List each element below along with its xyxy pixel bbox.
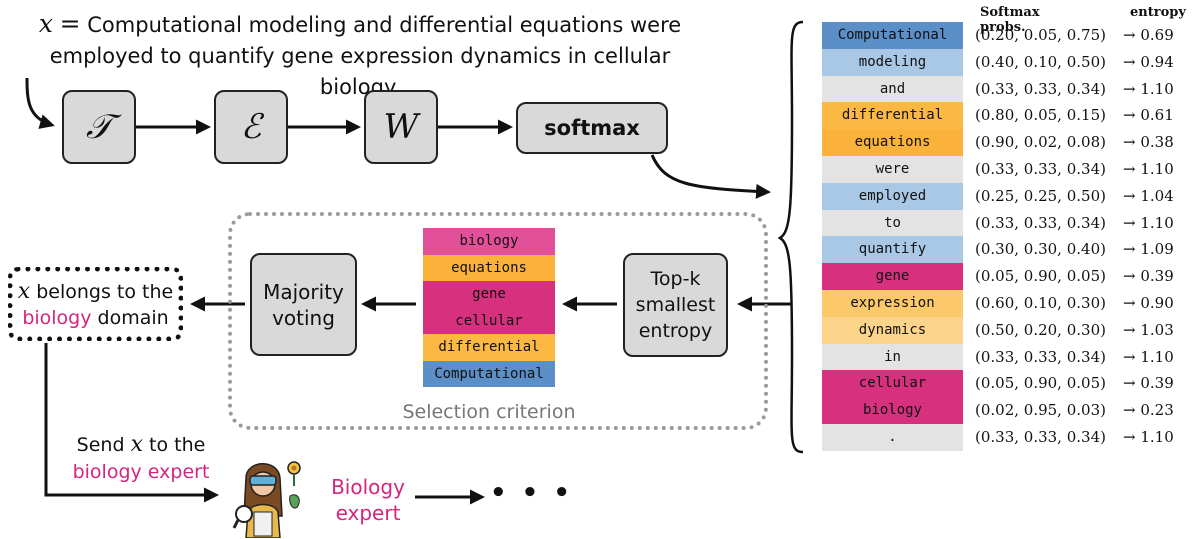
token-cell: Computational <box>822 22 963 49</box>
token-cell: differential <box>822 102 963 130</box>
entropy-cell: → 1.10 <box>1123 213 1174 232</box>
token-cell: quantify <box>822 236 963 264</box>
decision-text-1: belongs to the <box>30 281 174 303</box>
voting-label-1: Majority <box>263 279 344 304</box>
probs-cell: (0.30, 0.30, 0.40) <box>975 240 1106 259</box>
voting-label-2: voting <box>272 305 335 330</box>
embedding-symbol: ℰ <box>240 107 262 147</box>
selection-caption: Selection criterion <box>402 401 576 423</box>
entropy-cell: → 0.23 <box>1123 401 1174 420</box>
selected-token: gene <box>423 281 555 308</box>
entropy-cell: → 1.10 <box>1123 79 1174 98</box>
send-suffix: to the <box>142 434 206 456</box>
softmax-label: softmax <box>544 116 640 140</box>
entropy-cell: → 0.39 <box>1123 374 1174 393</box>
softmax-box: softmax <box>516 102 668 154</box>
entropy-cell: → 1.09 <box>1123 240 1174 259</box>
token-cell: . <box>822 424 963 451</box>
entropy-cell: → 0.39 <box>1123 267 1174 286</box>
send-label: Send x to the biology expert <box>46 431 236 486</box>
header-entropy: entropy <box>1130 5 1186 20</box>
token-cell: employed <box>822 182 963 210</box>
biology-expert-icon <box>232 461 301 538</box>
probs-cell: (0.05, 0.90, 0.05) <box>975 267 1106 286</box>
send-target: biology expert <box>72 461 210 483</box>
expert-label-2: expert <box>335 501 401 525</box>
probs-cell: (0.40, 0.10, 0.50) <box>975 52 1106 71</box>
token-cell: and <box>822 75 963 103</box>
entropy-cell: → 0.61 <box>1123 106 1174 125</box>
entropy-cell: → 1.10 <box>1123 347 1174 366</box>
probs-cell: (0.02, 0.95, 0.03) <box>975 401 1106 420</box>
token-cell: to <box>822 209 963 237</box>
selected-token: biology <box>423 228 555 255</box>
input-equals: = <box>59 9 81 38</box>
decision-variable: x <box>17 279 31 304</box>
probs-cell: (0.33, 0.33, 0.34) <box>975 347 1106 366</box>
selected-token: cellular <box>423 307 555 334</box>
tokenizer-symbol: 𝒯 <box>85 107 113 147</box>
selected-token: equations <box>423 254 555 281</box>
token-cell: equations <box>822 129 963 156</box>
input-text-line1: Computational modeling and differential … <box>87 13 682 37</box>
weight-symbol: W <box>383 107 419 147</box>
entropy-cell: → 0.69 <box>1123 26 1174 44</box>
header-probs: Softmax probs. <box>980 5 1040 35</box>
token-cell: were <box>822 156 963 183</box>
probs-cell: (0.20, 0.05, 0.75) <box>975 26 1106 44</box>
domain-decision-box: x belongs to the biology domain <box>8 267 183 341</box>
send-variable: x <box>130 432 143 457</box>
entropy-cell: → 0.90 <box>1123 294 1174 312</box>
token-cell: cellular <box>822 370 963 398</box>
decision-text-2: domain <box>91 307 169 329</box>
probs-cell: (0.33, 0.33, 0.34) <box>975 213 1106 232</box>
topk-box: Top-k smallest entropy <box>623 253 728 357</box>
arrow-softmax-table <box>650 154 771 199</box>
selected-token: differential <box>423 334 555 361</box>
entropy-cell: → 1.10 <box>1123 428 1174 446</box>
expert-label: Biology expert <box>318 474 418 526</box>
entropy-cell: → 0.94 <box>1123 52 1174 71</box>
probs-cell: (0.33, 0.33, 0.34) <box>975 428 1106 446</box>
probs-cell: (0.33, 0.33, 0.34) <box>975 160 1106 178</box>
tokenizer-box: 𝒯 <box>62 90 136 164</box>
token-cell: expression <box>822 290 963 317</box>
entropy-cell: → 1.03 <box>1123 320 1174 339</box>
ellipsis: • • • <box>490 478 573 508</box>
arrow-decision-expert <box>44 343 219 503</box>
probs-cell: (0.50, 0.20, 0.30) <box>975 320 1106 339</box>
probs-cell: (0.25, 0.25, 0.50) <box>975 186 1106 205</box>
voting-box: Majority voting <box>250 253 357 356</box>
entropy-cell: → 1.04 <box>1123 186 1174 205</box>
probs-cell: (0.05, 0.90, 0.05) <box>975 374 1106 393</box>
probs-cell: (0.33, 0.33, 0.34) <box>975 79 1106 98</box>
token-cell: modeling <box>822 48 963 76</box>
token-cell: dynamics <box>822 316 963 344</box>
expert-label-1: Biology <box>331 475 405 499</box>
probs-cell: (0.60, 0.10, 0.30) <box>975 294 1106 312</box>
embedding-box: ℰ <box>214 90 288 164</box>
topk-label-1: Top-k <box>650 268 701 290</box>
probs-cell: (0.80, 0.05, 0.15) <box>975 106 1106 125</box>
selected-token: Computational <box>423 360 555 387</box>
probs-cell: (0.90, 0.02, 0.08) <box>975 133 1106 152</box>
input-arrow <box>25 77 55 129</box>
entropy-cell: → 1.10 <box>1123 160 1174 178</box>
token-cell: biology <box>822 397 963 424</box>
input-variable: x <box>38 9 53 38</box>
decision-domain: biology <box>22 307 92 329</box>
token-cell: gene <box>822 263 963 290</box>
table-brace <box>777 20 804 454</box>
token-cell: in <box>822 343 963 371</box>
input-text-line2: employed to quantify gene expression dyn… <box>49 44 671 99</box>
send-prefix: Send <box>76 434 131 456</box>
weight-box: W <box>364 90 438 164</box>
topk-label-3: entropy <box>638 320 713 342</box>
entropy-cell: → 0.38 <box>1123 133 1174 152</box>
input-sentence: x = Computational modeling and different… <box>10 8 710 103</box>
selection-region <box>228 212 768 430</box>
topk-label-2: smallest <box>635 294 716 316</box>
